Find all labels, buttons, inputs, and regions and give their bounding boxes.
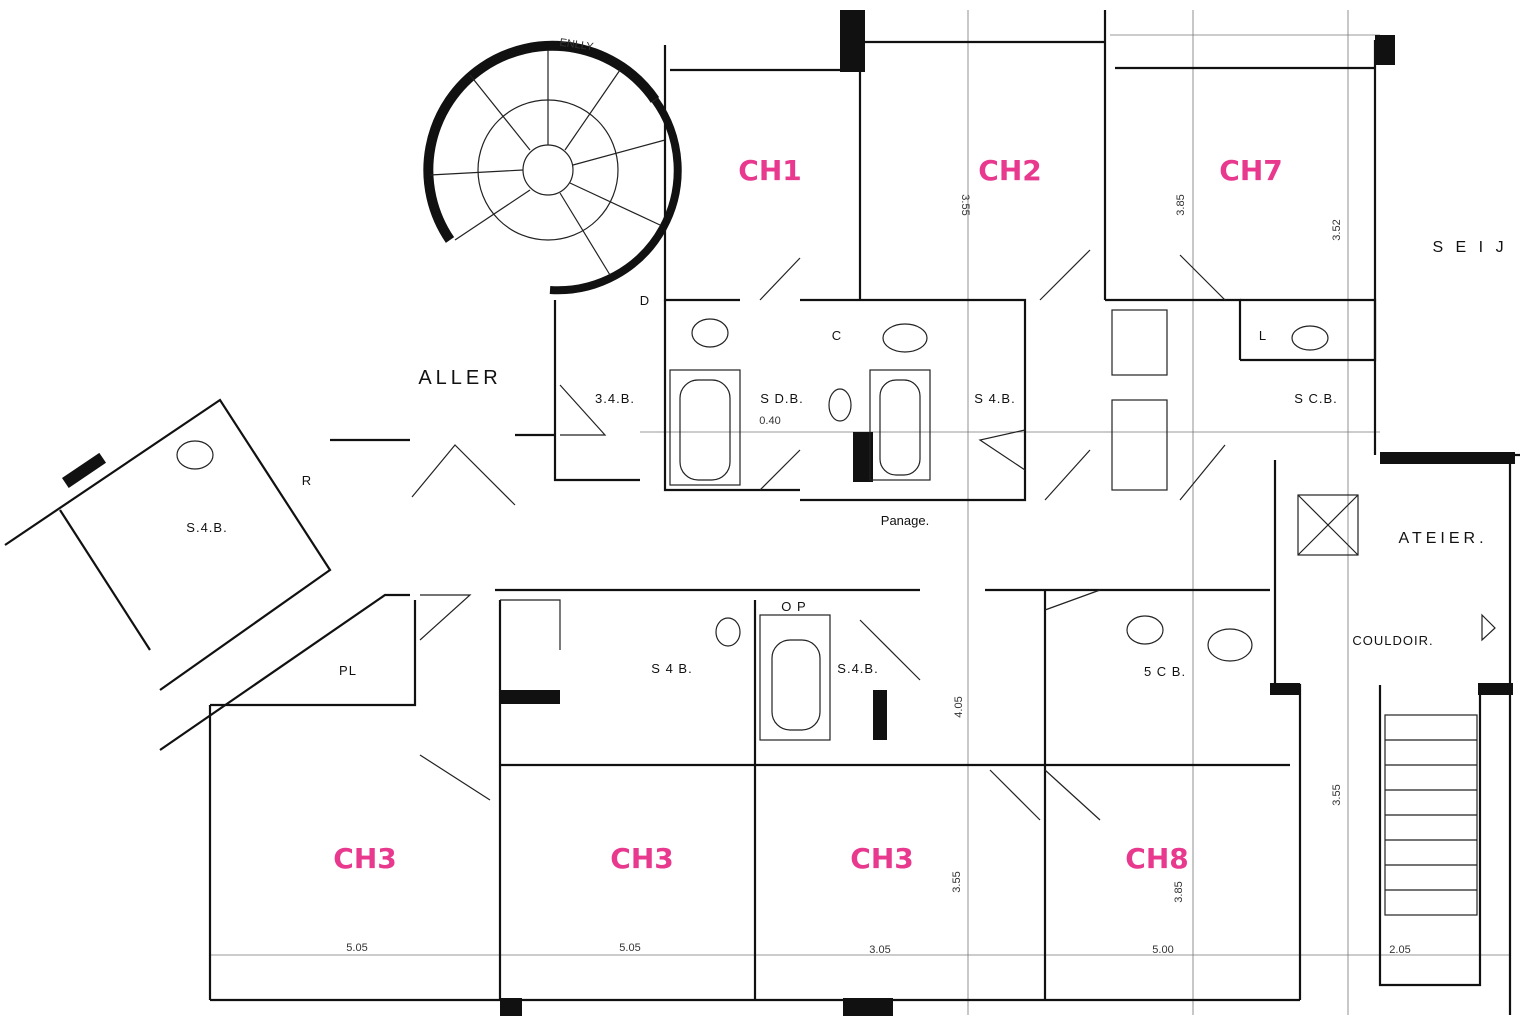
label-pl: PL bbox=[339, 663, 357, 678]
label-sab-2: S 4.B. bbox=[974, 391, 1015, 406]
room-ch3-c: CH3 bbox=[850, 842, 913, 875]
dim-h-ch7b: 3.52 bbox=[1331, 219, 1343, 240]
dim-w4: 5.00 bbox=[1152, 944, 1173, 956]
room-ch8: CH8 bbox=[1125, 842, 1188, 875]
room-ch2: CH2 bbox=[978, 154, 1041, 187]
dim-w3: 3.05 bbox=[869, 944, 890, 956]
label-ateier: ATEIER. bbox=[1398, 530, 1487, 547]
fixtures bbox=[176, 249, 1496, 916]
label-passage: Panage. bbox=[881, 513, 929, 528]
label-aller: ALLER bbox=[418, 367, 501, 389]
room-ch3-a: CH3 bbox=[333, 842, 396, 875]
dim-h-ch2: 3.55 bbox=[959, 194, 971, 215]
label-sab-bottom-1: S 4 B. bbox=[651, 661, 692, 676]
room-ch1: CH1 bbox=[738, 154, 801, 187]
dim-w5: 2.05 bbox=[1389, 944, 1410, 956]
label-c: C bbox=[832, 328, 842, 343]
label-sab-1: 3.4.B. bbox=[595, 391, 635, 406]
label-scb-top: S C.B. bbox=[1294, 391, 1338, 406]
label-sdb: S D.B. bbox=[760, 391, 804, 406]
dim-w1: 5.05 bbox=[346, 942, 367, 954]
dim-h-ch8: 3.85 bbox=[1173, 881, 1185, 902]
label-r: R bbox=[302, 473, 312, 488]
walls bbox=[4, 10, 1520, 1016]
dim-h-bottom: 3.55 bbox=[951, 871, 963, 892]
label-scb-bottom: 5 C B. bbox=[1144, 664, 1186, 679]
label-sab-bottom-2: S.4.B. bbox=[837, 661, 878, 676]
dim-w2: 5.05 bbox=[619, 942, 640, 954]
dim-040: 0.40 bbox=[759, 415, 780, 427]
room-ch3-b: CH3 bbox=[610, 842, 673, 875]
label-sab-left: S.4.B. bbox=[186, 520, 227, 535]
dim-h-mid: 4.05 bbox=[953, 696, 965, 717]
label-couldoir: COULDOIR. bbox=[1352, 633, 1433, 648]
label-entry: ENLLY bbox=[559, 37, 595, 54]
label-d: D bbox=[640, 293, 650, 308]
spiral-staircase bbox=[423, 40, 682, 295]
dim-h-ch7: 3.85 bbox=[1175, 194, 1187, 215]
dimension-grid-lines bbox=[210, 10, 1510, 1015]
label-op: O P bbox=[781, 599, 806, 614]
dim-h-couloir: 3.55 bbox=[1331, 784, 1343, 805]
label-l: L bbox=[1259, 328, 1267, 343]
label-seij: S E I J bbox=[1432, 239, 1507, 256]
room-ch7: CH7 bbox=[1219, 154, 1282, 187]
